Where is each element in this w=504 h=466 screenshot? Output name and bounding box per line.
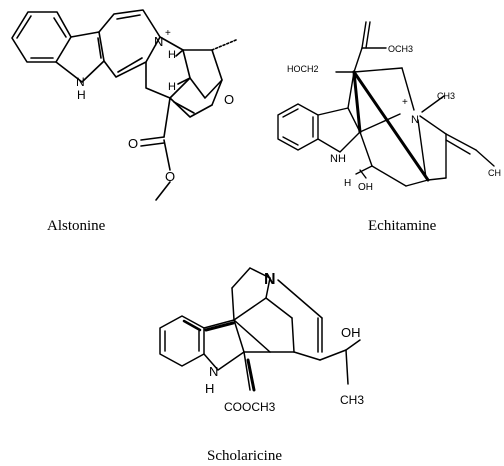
scholaricine-ch3: CH3 (340, 393, 364, 407)
caption-scholaricine: Scholaricine (207, 448, 282, 464)
echitamine-hoch2: HOCH2 (287, 64, 319, 74)
echitamine-h: H (344, 178, 351, 189)
alstonine-ring-oxygen: O (224, 92, 234, 107)
echitamine-n-plus: N (411, 114, 419, 126)
scholaricine-indole-h: H (205, 381, 214, 396)
alstonine-n-plus: N (154, 34, 163, 49)
echitamine-ch: CH (488, 168, 501, 178)
echitamine-oh: OH (358, 182, 373, 193)
alstonine-stereo-h1: H (168, 49, 176, 61)
alstonine-ester-oxygen: O (165, 169, 175, 184)
scholaricine-cooch3: COOCH3 (224, 400, 276, 414)
alstonine-carbonyl-oxygen: O (128, 136, 138, 151)
scholaricine-oh: OH (341, 325, 361, 340)
alstonine-stereo-h2: H (168, 81, 176, 93)
echitamine-nh: NH (330, 153, 346, 165)
alstonine-indole-h: H (77, 88, 86, 102)
echitamine-plus-charge: + (402, 97, 408, 108)
scholaricine-indole-n: N (209, 364, 218, 379)
alstonine-plus-charge: + (165, 28, 171, 39)
alstonine-indole-n: N (76, 75, 85, 89)
echitamine-och3: OCH3 (388, 44, 413, 54)
caption-echitamine: Echitamine (368, 218, 437, 234)
caption-alstonine: Alstonine (47, 218, 106, 234)
echitamine-ch3: CH3 (437, 91, 455, 101)
scholaricine-n-top: N (264, 271, 276, 288)
